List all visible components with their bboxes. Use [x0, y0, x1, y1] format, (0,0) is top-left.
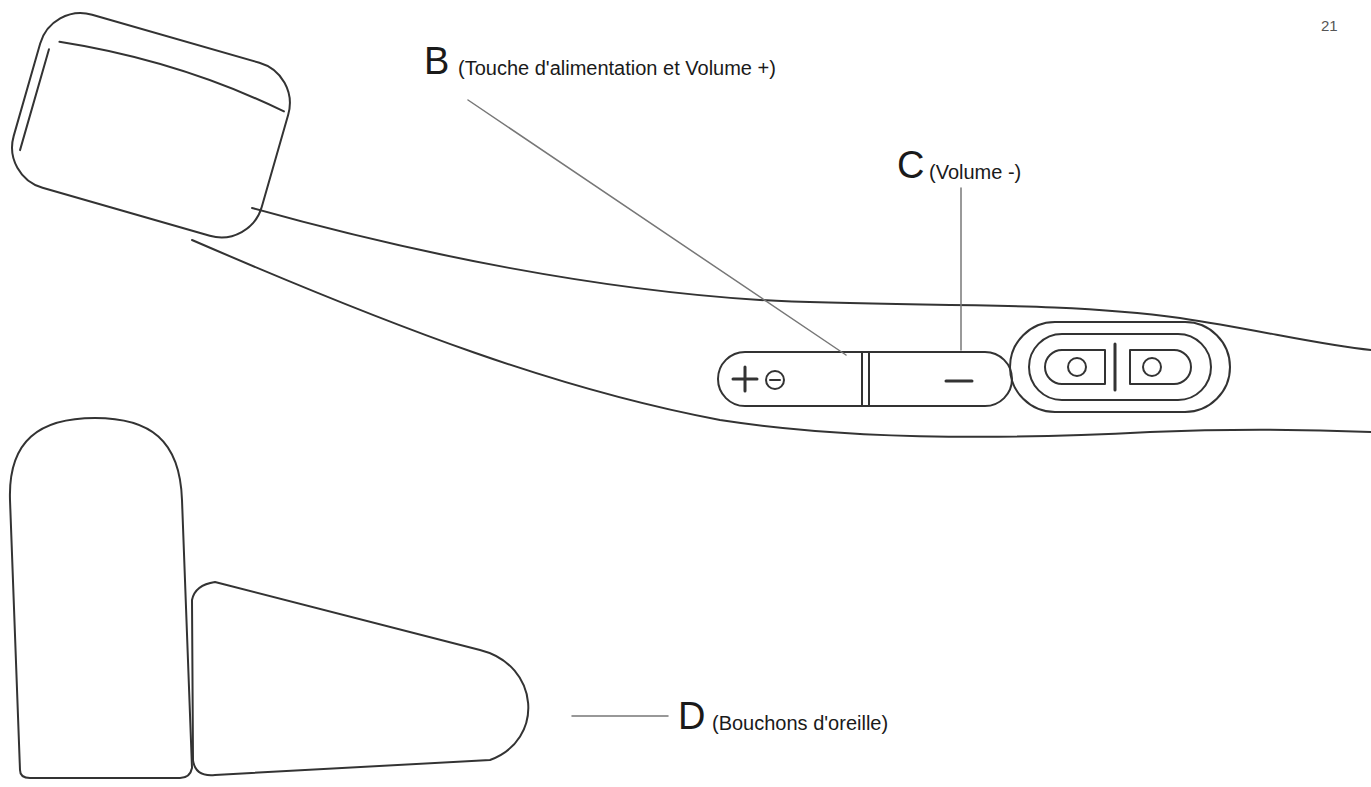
charging-pin-dot: [1143, 358, 1161, 376]
part-name: (Bouchons d'oreille): [712, 713, 888, 733]
part-name: (Touche d'alimentation et Volume +): [458, 58, 776, 78]
callout-letter: D: [678, 697, 705, 735]
minus-symbol: [946, 380, 972, 383]
earplug: [10, 418, 192, 778]
earplug: [192, 582, 528, 775]
callout-letter: C: [897, 146, 924, 184]
earpiece: [2, 3, 300, 247]
charging-divider: [1114, 344, 1117, 390]
neckband-top: [252, 208, 1371, 350]
leader-line: [572, 715, 668, 717]
page-number: 21: [1321, 18, 1338, 33]
charging-pin: [1130, 350, 1191, 384]
leader-line: [468, 100, 846, 355]
power-symbol: [770, 379, 780, 381]
button-divider: [868, 352, 870, 406]
callout-letter: B: [424, 42, 449, 80]
part-name: (Volume -): [929, 162, 1021, 182]
charging-pin: [1045, 350, 1105, 384]
charging-pin-dot: [1068, 358, 1086, 376]
neckband-bottom: [192, 240, 1371, 437]
charging-port-outer: [1010, 322, 1230, 412]
volume-button-pill: [718, 352, 1012, 406]
plus-symbol: [733, 367, 757, 391]
button-divider: [861, 352, 863, 406]
power-symbol: [766, 371, 784, 389]
charging-port-inner: [1029, 334, 1211, 400]
leader-line: [960, 188, 962, 350]
